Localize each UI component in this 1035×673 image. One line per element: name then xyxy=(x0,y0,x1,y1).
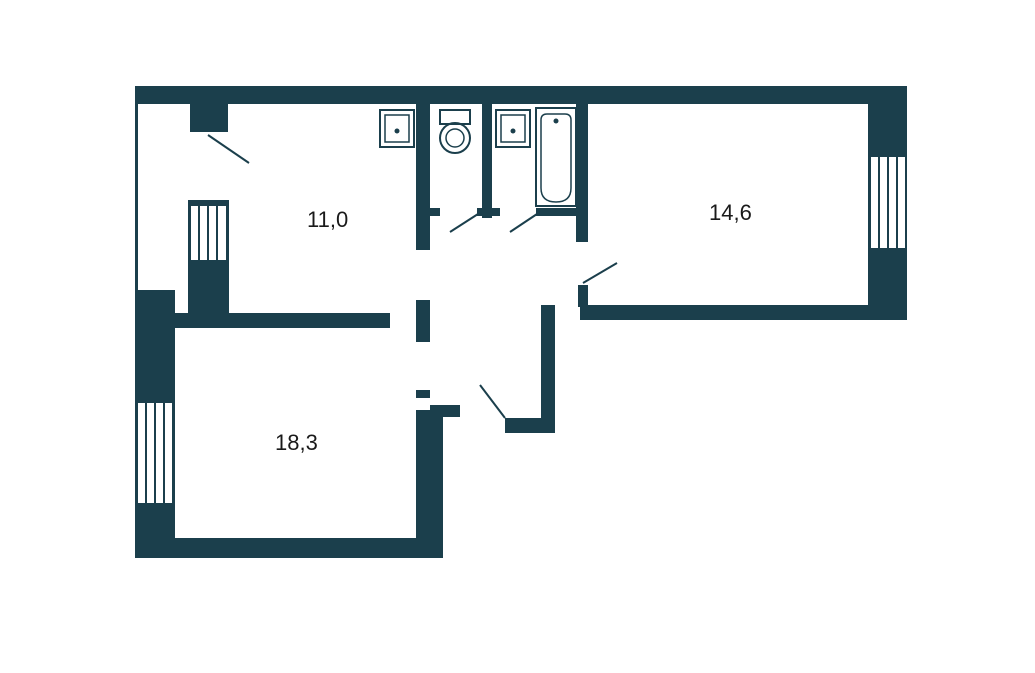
windows xyxy=(136,155,907,505)
door-swings xyxy=(207,134,618,419)
bathroom-sink-icon xyxy=(495,109,531,148)
room-area-right: 14,6 xyxy=(709,200,752,225)
kitchen-sink-icon xyxy=(379,109,415,148)
toilet-icon xyxy=(439,109,471,154)
room-area-kitchen: 11,0 xyxy=(307,207,348,232)
room-area-left: 18,3 xyxy=(275,430,318,455)
walls xyxy=(135,86,907,558)
kitchen-radiator-icon xyxy=(189,204,228,262)
bathtub-icon xyxy=(535,107,577,207)
window-right xyxy=(869,155,907,250)
window-left xyxy=(136,401,174,505)
